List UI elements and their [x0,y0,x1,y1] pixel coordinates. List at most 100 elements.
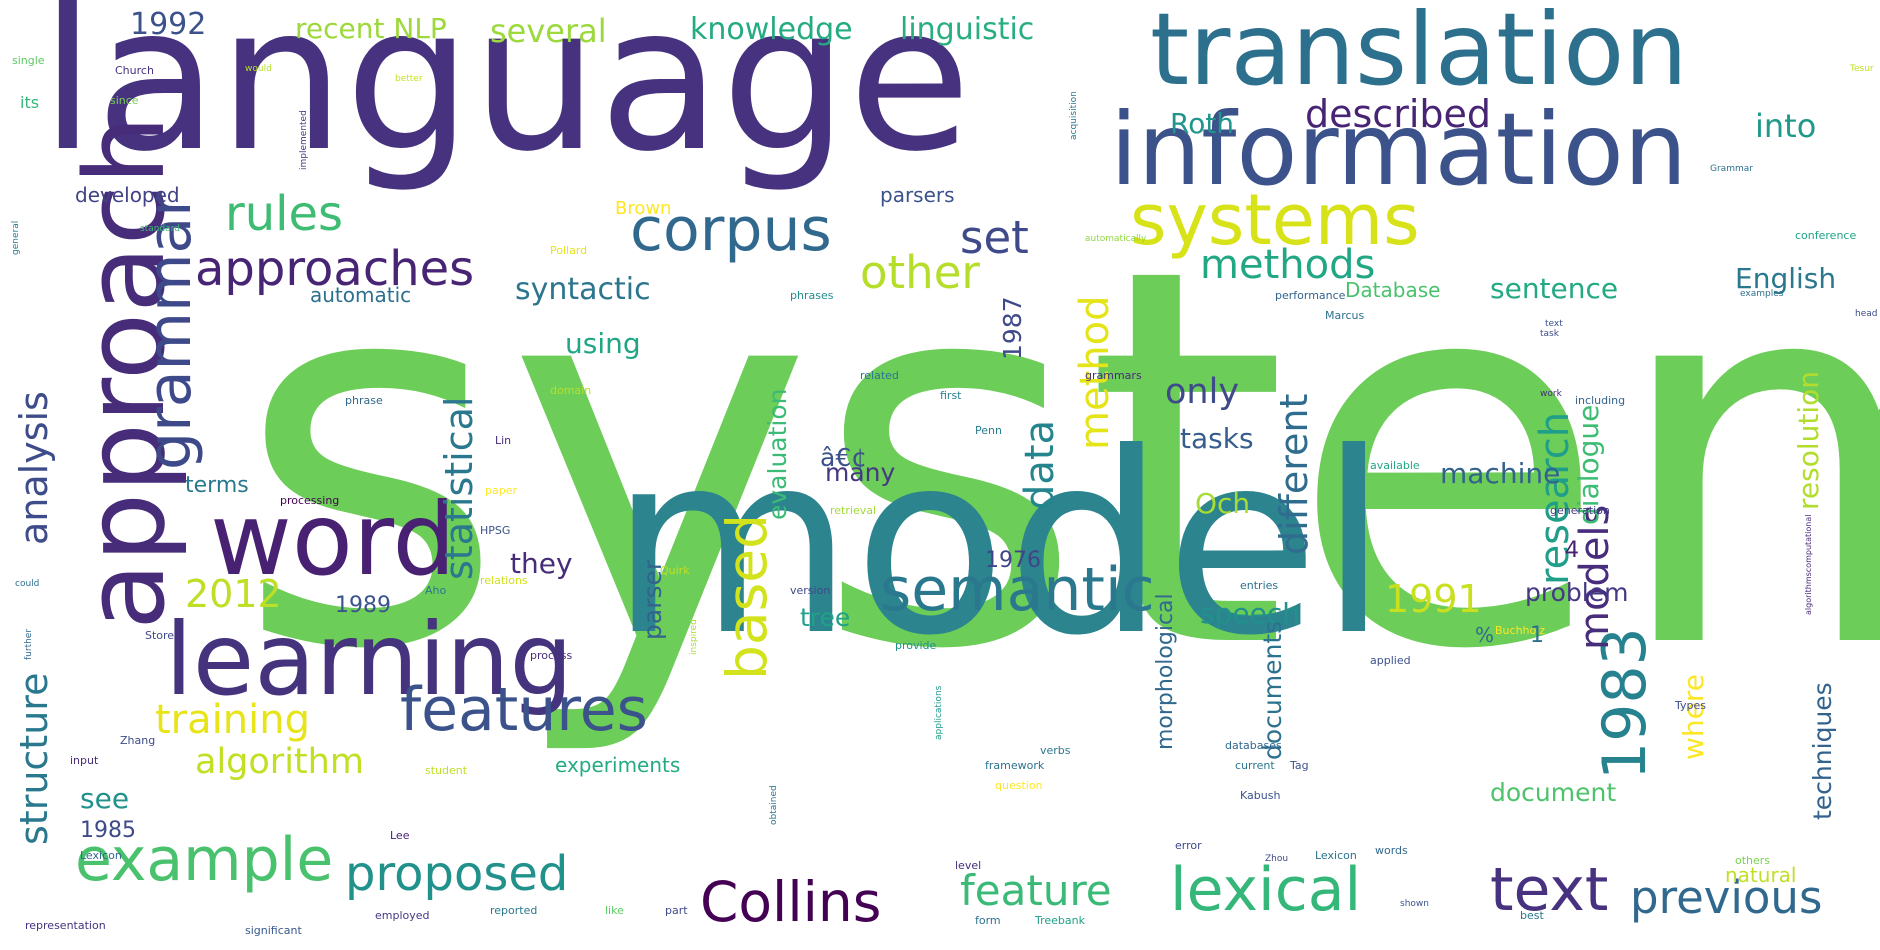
cloud-word: lexical [1170,855,1362,925]
cloud-word: including [1575,394,1626,407]
cloud-word: several [490,12,607,50]
cloud-word: others [1735,854,1771,867]
cloud-word: morphological [1153,593,1178,750]
cloud-word: standard [140,224,180,234]
cloud-word: developed [75,183,180,207]
cloud-word: words [1375,844,1408,857]
cloud-word: many [825,458,896,487]
cloud-word: previous [1630,871,1823,924]
cloud-word: Penn [975,424,1002,437]
cloud-word: Lin [495,434,512,447]
cloud-word: question [995,779,1043,792]
cloud-word: relations [480,574,528,587]
cloud-word: framework [985,759,1045,772]
cloud-word: into [1755,107,1817,145]
cloud-word: better [395,74,423,84]
cloud-word: Grammar [1710,164,1753,174]
cloud-word: available [1370,459,1420,472]
cloud-word: verbs [1040,744,1071,757]
cloud-word: general [11,220,21,255]
cloud-word: would [245,64,272,74]
cloud-word: machine [1440,457,1561,490]
cloud-word: English [1735,262,1837,295]
cloud-word: example [75,825,334,895]
cloud-word: part [665,904,688,917]
cloud-word: version [790,584,831,597]
cloud-word: experiments [555,753,681,777]
cloud-word: see [80,782,130,815]
cloud-word: 1991 [1385,577,1482,621]
cloud-word: generation [1550,504,1610,517]
cloud-word: corpus [630,195,832,265]
cloud-word: Zhang [120,734,156,747]
cloud-word: current [1235,759,1275,772]
cloud-word: first [940,389,962,402]
cloud-word: statistical [437,396,481,580]
cloud-word: like [605,904,624,917]
cloud-word: examples [1740,289,1784,299]
cloud-word: other [860,246,980,299]
cloud-word: work [1540,389,1562,399]
cloud-word: Lexicon [80,849,122,862]
cloud-word: further [24,628,34,660]
cloud-word: 1983 [1590,627,1660,780]
cloud-word: representation [25,919,106,932]
cloud-word: conference [1795,229,1857,242]
cloud-word: rules [225,186,344,242]
cloud-word: set [960,211,1029,264]
cloud-word: phrase [345,394,383,407]
cloud-word: HPSG [480,524,511,537]
cloud-word: Zhou [1265,854,1289,864]
cloud-word: document [1490,778,1617,807]
cloud-word: 1992 [130,7,207,42]
cloud-word: 2012 [185,572,282,616]
cloud-word: based [715,513,779,680]
cloud-word: evaluation [763,388,792,521]
cloud-word: training [155,697,310,743]
cloud-word: tree [800,603,851,632]
cloud-word: described [1305,92,1491,136]
cloud-word: semantic [880,555,1155,625]
cloud-word: language [40,0,972,196]
cloud-word: provide [895,639,937,652]
cloud-word: problem [1525,578,1629,607]
cloud-word: they [510,547,573,580]
cloud-word: data [1017,419,1063,510]
cloud-word: student [425,764,468,777]
cloud-word: reported [490,904,538,917]
cloud-word: head [1855,309,1878,319]
cloud-word: terms [185,473,249,498]
cloud-word: automatic [310,283,412,307]
cloud-word: % [1475,623,1495,647]
cloud-word: linguistic [900,12,1035,47]
cloud-word: learning [165,601,573,718]
cloud-word: different [1272,393,1316,555]
cloud-word: its [20,93,40,112]
cloud-word: sentence [1490,272,1619,305]
cloud-word: 1976 [985,548,1041,573]
cloud-word: algorithm [195,742,364,782]
cloud-word: syntactic [515,272,651,307]
cloud-word: knowledge [690,12,853,47]
cloud-word: shown [1400,899,1429,909]
cloud-word: input [70,754,99,767]
cloud-word: Pollard [550,244,588,257]
cloud-word: applied [1370,654,1411,667]
cloud-word: phrases [790,289,834,302]
cloud-word: applications [934,685,944,740]
cloud-word: approaches [195,241,475,297]
cloud-word: proposed [345,846,569,902]
cloud-word: processing [280,494,340,507]
cloud-word: analysis [12,391,56,545]
cloud-word: translation [1150,0,1688,108]
cloud-word: Tesur [1850,64,1874,74]
cloud-word: systems [1130,179,1420,261]
cloud-word: recent NLP [295,12,447,45]
cloud-word: since [110,94,139,107]
cloud-word: algorithmscomputational [1804,514,1813,616]
cloud-word: employed [375,909,430,922]
cloud-word: speech [1200,597,1300,630]
cloud-word: Quirk [660,564,690,577]
cloud-word: using [565,327,641,360]
